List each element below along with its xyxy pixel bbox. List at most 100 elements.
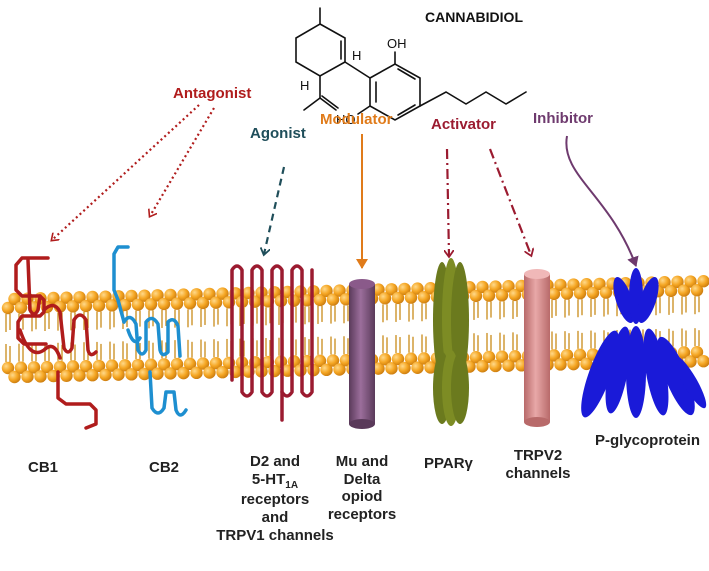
lipid-head [170, 357, 184, 371]
lipid-head [508, 288, 522, 302]
lipid-head [411, 361, 424, 374]
lipid-head [92, 299, 106, 312]
pgp-label: P-glycoprotein [595, 432, 701, 449]
molecule-name: CANNABIDIOL [425, 9, 523, 25]
ppar-label: PPARγ [424, 455, 473, 472]
lipid-head [372, 283, 385, 296]
lipid-head [554, 358, 567, 371]
lipid-head [320, 363, 333, 377]
cb1-label: CB1 [28, 459, 59, 476]
lipid-head [164, 367, 177, 380]
lipid-head [144, 298, 158, 311]
lipid-head [131, 358, 145, 372]
lipid-head [125, 368, 138, 381]
lipid-head [547, 349, 561, 362]
lipid-head [320, 284, 333, 298]
lipid-head [476, 280, 489, 294]
cb2-receptor [112, 245, 188, 417]
cannabidiol-structure [295, 7, 527, 121]
lipid-head [658, 276, 671, 289]
lipid-head [34, 370, 47, 383]
lipid-head [183, 297, 197, 310]
lipid-head [567, 357, 580, 371]
inhibitor-label: Inhibitor [533, 110, 593, 127]
lipid-head [495, 289, 509, 302]
lipid-head [47, 291, 60, 305]
lipid-head [99, 368, 112, 382]
lipid-head [411, 282, 424, 295]
lipid-head [560, 348, 574, 362]
lipid-head [170, 297, 184, 310]
lipid-head [125, 289, 138, 303]
d2-label-line5: TRPV1 channels [216, 526, 334, 544]
lipid-head [79, 299, 93, 313]
lipid-head [586, 286, 600, 300]
lipid-head [664, 284, 678, 298]
lipid-head [190, 366, 203, 380]
antagonist-label: Antagonist [173, 85, 252, 102]
trpv2-label-line2: channels [505, 464, 571, 482]
lipid-head [404, 352, 418, 365]
lipid-head [157, 358, 171, 371]
lipid-head [326, 293, 340, 306]
antagonist-arrow-cb1 [52, 104, 200, 240]
lipid-head [203, 366, 216, 379]
lipid-head [482, 350, 496, 364]
opioid-label-line4: receptors [327, 506, 397, 524]
lipid-head [697, 275, 709, 288]
opioid-label-line2: Delta [343, 470, 381, 488]
lipid-head [131, 298, 145, 311]
lipid-head [313, 293, 327, 307]
lipid-head [326, 354, 340, 367]
lipid-head [1, 361, 15, 375]
lipid-head [8, 370, 21, 384]
d2-label-line3: receptors [240, 491, 310, 509]
p-glycoprotein [581, 268, 707, 418]
lipid-head [209, 296, 223, 309]
lipid-head [99, 290, 112, 303]
lipid-head [66, 300, 80, 313]
lipid-head [580, 278, 593, 291]
lipid-head [73, 291, 86, 304]
lipid-head [209, 357, 223, 370]
lipid-head [489, 280, 502, 293]
d2-label: D2 and 5-HT1A receptors and TRPV1 channe… [215, 453, 335, 545]
antagonist-arrow-cb2 [150, 107, 215, 216]
lipid-head [196, 357, 210, 370]
lipid-head [697, 354, 709, 368]
lipid-head [567, 278, 580, 291]
lipid-head [482, 289, 496, 302]
lipid-head [333, 363, 346, 376]
lipid-head [469, 351, 483, 364]
lipid-head [690, 284, 704, 297]
lipid-head [378, 353, 392, 366]
lipid-head [489, 359, 502, 373]
ppar-gamma [433, 258, 469, 426]
lipid-head [151, 289, 164, 302]
lipid-head [573, 348, 587, 362]
lipid-head [60, 369, 73, 383]
lipid-head [593, 277, 606, 291]
lipid-head [92, 359, 106, 373]
opioid-receptor [349, 279, 375, 429]
lipid-head [398, 361, 411, 375]
lipid-head [404, 291, 418, 304]
d2-label-line1: D2 and [249, 453, 300, 470]
lipid-head [684, 355, 697, 368]
lipid-head [547, 287, 561, 301]
trpv2-label: TRPV2 channels [498, 447, 578, 482]
lipid-head [424, 282, 437, 295]
lipid-head [203, 287, 216, 301]
lipid-head [502, 359, 515, 372]
lipid-head [216, 287, 229, 300]
modulator-label: Modulator [320, 111, 393, 128]
lipid-head [79, 360, 93, 373]
lipid-head [105, 359, 119, 372]
lipid-head [183, 357, 197, 371]
lipid-head [398, 282, 411, 296]
lipid-head [554, 278, 567, 292]
lipid-head [469, 289, 483, 303]
trpv2-label-line1: TRPV2 [513, 447, 563, 464]
d2-receptor [230, 264, 314, 422]
trpv2-channel [524, 269, 550, 427]
